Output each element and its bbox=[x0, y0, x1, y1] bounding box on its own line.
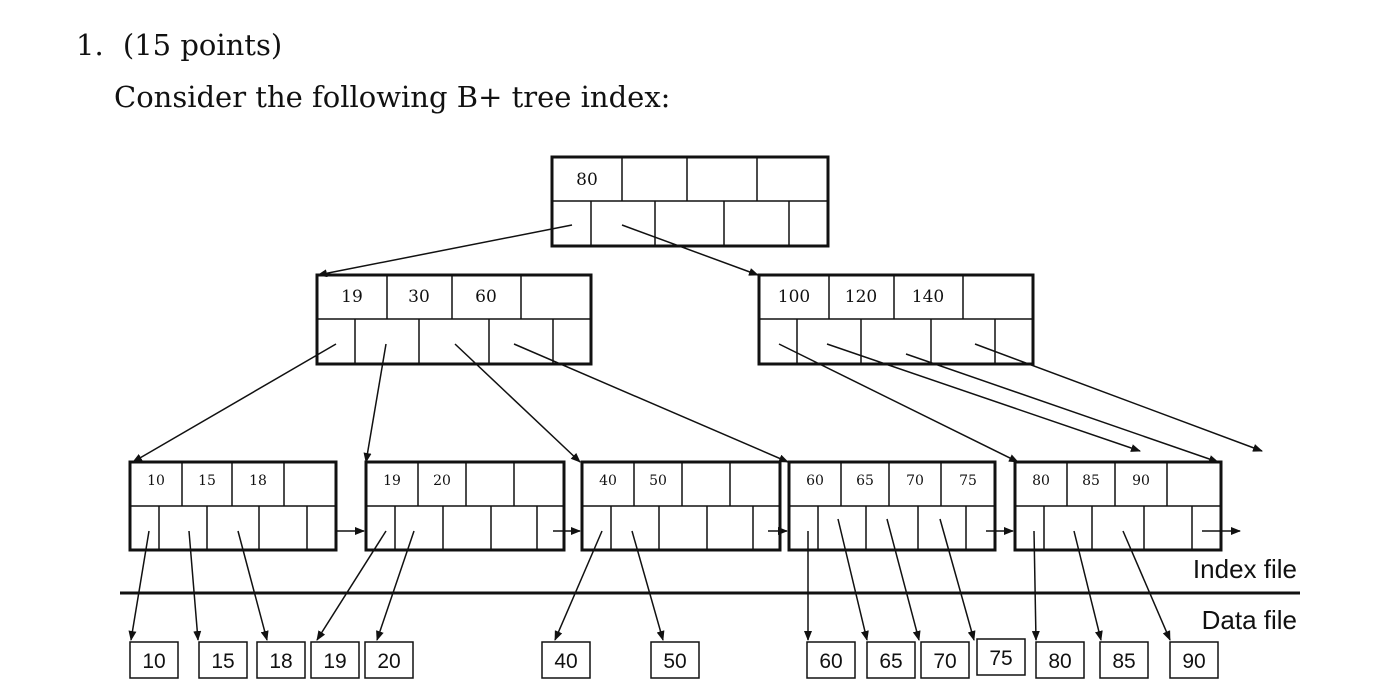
data-record-box bbox=[129, 641, 179, 679]
data-record-value: 70 bbox=[933, 650, 956, 673]
leaf-key: 85 bbox=[1082, 473, 1100, 489]
leaf-key: 10 bbox=[147, 473, 165, 489]
record-pointer-arrow bbox=[1031, 530, 1040, 641]
root-node: 80 bbox=[550, 155, 830, 248]
data-record-value: 85 bbox=[1112, 650, 1135, 673]
pointer-arrow bbox=[778, 343, 1019, 463]
data-record-value: 10 bbox=[142, 650, 165, 673]
data-record-value: 15 bbox=[211, 650, 234, 673]
pointer-arrow bbox=[132, 343, 337, 463]
data-record-box bbox=[1099, 641, 1149, 679]
data-record-box bbox=[198, 641, 248, 679]
data-record-box bbox=[541, 641, 591, 679]
record-pointer-arrow bbox=[376, 530, 415, 641]
record-pointer-arrow bbox=[237, 530, 269, 641]
record-pointer-arrow bbox=[554, 530, 603, 641]
data-record-value: 65 bbox=[879, 650, 902, 673]
record-pointer-arrow bbox=[1122, 530, 1171, 641]
data-record-box bbox=[364, 641, 414, 679]
data-record-value: 19 bbox=[323, 650, 346, 673]
record-pointer-arrow bbox=[631, 530, 665, 641]
record-pointer-arrow bbox=[128, 530, 150, 641]
data-record-box bbox=[976, 638, 1026, 676]
root-key: 80 bbox=[576, 170, 598, 190]
data-record-box bbox=[256, 641, 306, 679]
pointer-arrow bbox=[513, 343, 789, 463]
data-record-value: 20 bbox=[377, 650, 400, 673]
leaf-key: 18 bbox=[249, 473, 267, 489]
leaf-key: 75 bbox=[959, 473, 977, 489]
data-record-value: 80 bbox=[1048, 650, 1071, 673]
leaf-node-4: 60 65 70 75 bbox=[787, 460, 997, 552]
pointer-arrow bbox=[905, 353, 1219, 463]
index-file-label: Index file bbox=[1193, 554, 1297, 584]
data-record-value: 40 bbox=[554, 650, 577, 673]
pointer-arrow bbox=[363, 343, 387, 463]
leaf-key: 80 bbox=[1032, 473, 1050, 489]
leaf-key: 40 bbox=[599, 473, 617, 489]
data-record-box bbox=[806, 641, 856, 679]
pointer-arrow bbox=[621, 224, 759, 276]
data-record-box bbox=[650, 641, 700, 679]
pointer-arrows bbox=[128, 224, 1263, 641]
question-number: 1. bbox=[76, 28, 104, 62]
record-pointer-arrow bbox=[188, 530, 202, 641]
leaf-key: 20 bbox=[433, 473, 451, 489]
leaf-key: 90 bbox=[1132, 473, 1150, 489]
data-record-value: 18 bbox=[269, 650, 292, 673]
data-record-value: 50 bbox=[663, 650, 686, 673]
internal-left-key: 30 bbox=[408, 287, 430, 307]
data-record-box bbox=[310, 641, 360, 679]
pointer-arrow bbox=[826, 343, 1141, 452]
leaf-key: 19 bbox=[383, 473, 401, 489]
leaf-key: 50 bbox=[649, 473, 667, 489]
data-record-value: 90 bbox=[1182, 650, 1205, 673]
pointer-arrow bbox=[317, 224, 573, 278]
leaf-key: 60 bbox=[806, 473, 824, 489]
leaf-key: 65 bbox=[856, 473, 874, 489]
record-pointer-arrow bbox=[1073, 530, 1103, 641]
leaf-key: 15 bbox=[198, 473, 216, 489]
data-records: 10 15 18 19 20 40 50 60 65 70 75 80 85 bbox=[129, 638, 1219, 679]
data-record-value: 60 bbox=[819, 650, 842, 673]
internal-right-key: 140 bbox=[912, 287, 944, 307]
record-pointer-arrow bbox=[939, 518, 976, 641]
internal-left-key: 60 bbox=[475, 287, 497, 307]
record-pointer-arrow bbox=[837, 518, 869, 641]
record-pointer-arrow bbox=[886, 518, 921, 641]
question-header: 1. (15 points) bbox=[76, 28, 282, 62]
question-prompt: Consider the following B+ tree index: bbox=[114, 80, 671, 114]
internal-right-key: 120 bbox=[845, 287, 877, 307]
internal-left-key: 19 bbox=[341, 287, 363, 307]
leaf-node-2: 19 20 bbox=[364, 460, 566, 552]
pointer-arrow bbox=[974, 343, 1263, 452]
question-points: (15 points) bbox=[122, 28, 283, 62]
data-record-box bbox=[866, 641, 916, 679]
data-record-box bbox=[1169, 641, 1219, 679]
record-pointer-arrow bbox=[316, 530, 387, 641]
data-record-box bbox=[920, 641, 970, 679]
leaf-node-3: 40 50 bbox=[580, 460, 782, 552]
leaf-node-5: 80 85 90 bbox=[1013, 460, 1223, 552]
leaf-node-1: 10 15 18 bbox=[128, 460, 338, 552]
internal-node-left: 19 30 60 bbox=[315, 273, 593, 366]
internal-node-right: 100 120 140 bbox=[757, 273, 1035, 366]
leaf-key: 70 bbox=[906, 473, 924, 489]
internal-right-key: 100 bbox=[778, 287, 810, 307]
data-file-label: Data file bbox=[1202, 605, 1297, 635]
data-record-value: 75 bbox=[989, 647, 1012, 670]
data-record-box bbox=[1035, 641, 1085, 679]
pointer-arrow bbox=[454, 343, 581, 463]
